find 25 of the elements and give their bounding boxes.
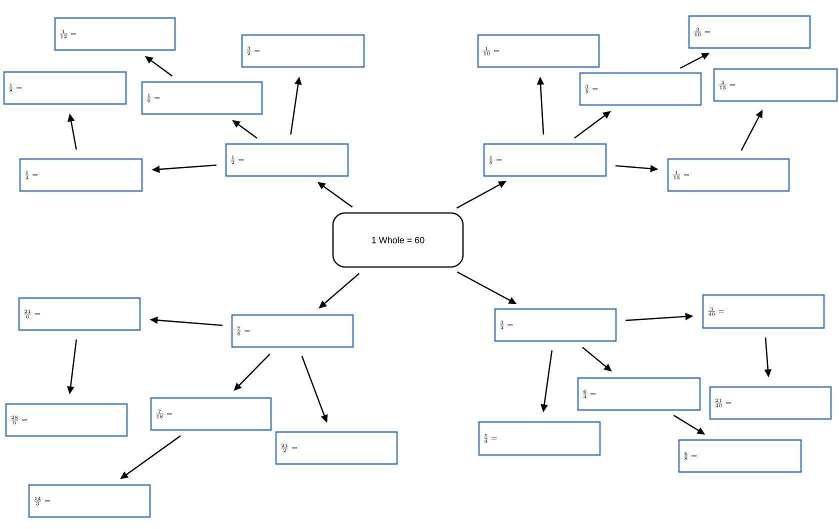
answer-box: $\frac{1}{12} =$ [54,17,176,51]
answer-box: $\frac{21}{2} =$ [275,431,398,465]
answer-box: $\frac{21}{40} =$ [709,386,832,420]
answer-box: $\frac{1}{8} =$ [3,71,127,105]
answer-box: $\frac{1}{10} =$ [477,34,600,68]
answer-box: $\frac{21}{6} =$ [18,297,141,331]
answer-box: $\frac{28}{6} =$ [5,403,128,437]
rounded-box: 1 Whole = 60 [332,212,464,268]
answer-box: $\frac{3}{40} =$ [702,294,825,329]
answer-box: $\frac{7}{18} =$ [150,397,272,431]
answer-box: $\frac{1}{15} =$ [667,158,790,192]
answer-box: $\frac{3}{4} =$ [494,308,617,342]
answer-box: $\frac{3}{5} =$ [579,72,702,106]
answer-box: $\frac{3}{2} =$ [241,34,365,68]
answer-box: $\frac{1}{4} =$ [19,158,143,192]
answer-box: $\frac{6}{4} =$ [577,377,701,411]
answer-box: $\frac{5}{4} =$ [478,421,601,456]
answer-box: $\frac{4}{15} =$ [713,68,838,102]
answer-box: $\frac{1}{5} =$ [483,143,607,177]
answer-box: $\frac{7}{6} =$ [231,314,354,348]
answer-box: $\frac{14}{3} =$ [28,484,151,518]
answer-box: $\frac{6}{8} =$ [678,439,802,473]
answer-box: $\frac{1}{2} =$ [225,143,349,177]
answer-box: $\frac{3}{10} =$ [688,15,811,49]
answer-box: $\frac{1}{6} =$ [141,81,263,115]
